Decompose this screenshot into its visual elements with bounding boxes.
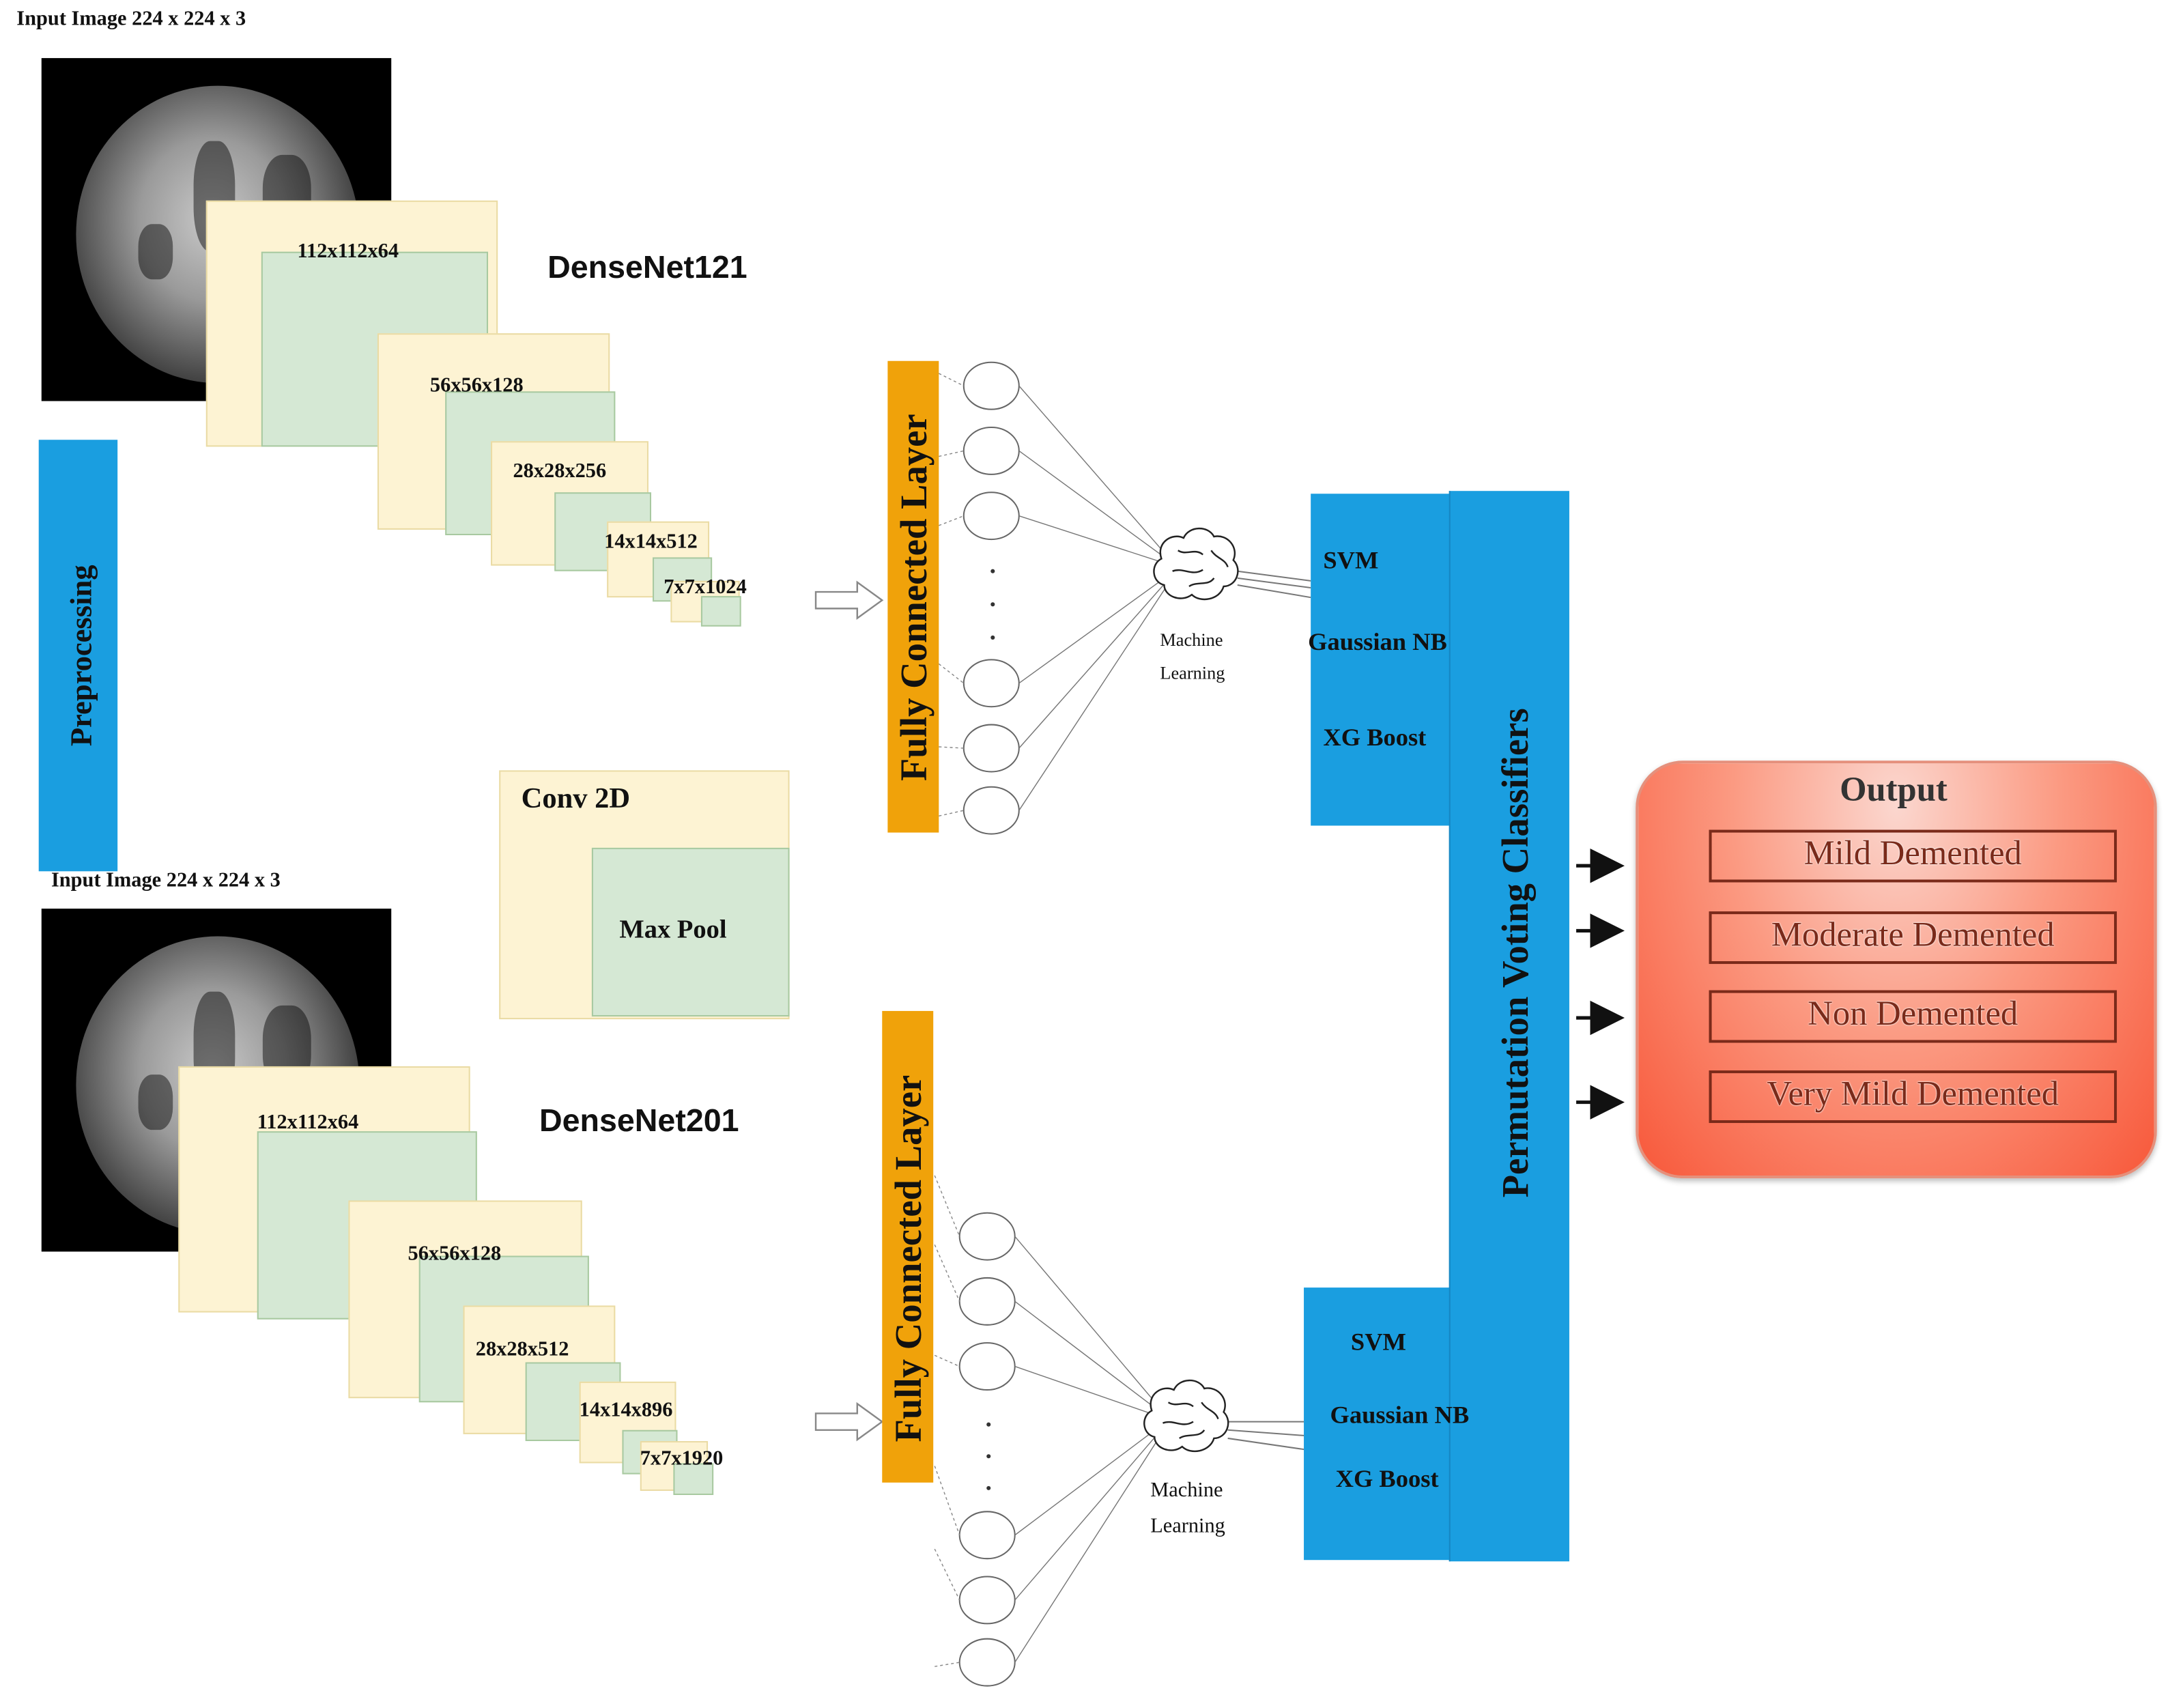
d121-layer-label: 14x14x512 — [604, 530, 698, 554]
d201-layer-label: 14x14x896 — [579, 1399, 673, 1422]
fc-layer-top — [887, 360, 939, 833]
input-image-label-top: Input Image 224 x 224 x 3 — [16, 8, 246, 31]
output-title: Output — [1840, 771, 1948, 810]
output-arrows — [1576, 848, 1625, 1120]
arrow-right-icon — [814, 1401, 884, 1442]
arrow-right-icon — [814, 580, 884, 620]
svm-label-bottom: SVM — [1350, 1327, 1406, 1356]
dots-bottom — [986, 1422, 991, 1490]
output-class-item: Very Mild Demented — [1709, 1070, 2117, 1124]
preprocessing-block — [38, 440, 118, 872]
gnb-label-bottom: Gaussian NB — [1330, 1401, 1470, 1429]
legend-pool-label: Max Pool — [619, 915, 727, 945]
xgb-label-bottom: XG Boost — [1335, 1464, 1439, 1492]
voting-label: Permutation Voting Classifiers — [1494, 708, 1537, 1198]
d201-layer-label: 56x56x128 — [408, 1243, 502, 1266]
xgb-label-top: XG Boost — [1323, 723, 1427, 752]
d121-layer-label: 28x28x256 — [513, 460, 607, 483]
d121-layer-label: 112x112x64 — [297, 240, 399, 263]
output-class-item: Non Demented — [1709, 990, 2117, 1043]
ml-label-top-line1: Machine — [1160, 629, 1223, 651]
legend-conv-label: Conv 2D — [521, 781, 631, 815]
fc-to-neuron-lines-top — [938, 373, 965, 816]
d121-layer-label: 7x7x1024 — [664, 576, 747, 599]
d121-fm5-pool — [700, 596, 741, 627]
ml-label-top-line2: Learning — [1160, 662, 1225, 683]
neuron-to-brain-lines-top — [1018, 385, 1169, 811]
svm-label-top: SVM — [1323, 546, 1379, 574]
output-class-item: Mild Demented — [1709, 829, 2117, 883]
brain-icon — [1143, 1379, 1229, 1453]
dots-top — [990, 569, 995, 640]
input-image-label-bottom: Input Image 224 x 224 x 3 — [51, 870, 281, 892]
fc-layer-top-label: Fully Connected Layer — [893, 414, 935, 782]
ml-label-bottom-line2: Learning — [1150, 1515, 1225, 1538]
classifiers-block-top — [1311, 494, 1452, 826]
fc-to-neuron-lines-bottom — [934, 1175, 960, 1667]
brain-to-svm-lines-bottom — [1227, 1421, 1304, 1451]
neuron-to-brain-lines-bottom — [1014, 1236, 1159, 1663]
d201-layer-label: 28x28x512 — [475, 1339, 569, 1361]
fc-layer-bottom-label: Fully Connected Layer — [887, 1074, 930, 1442]
classifiers-block-bottom — [1304, 1287, 1452, 1561]
d121-layer-label: 56x56x128 — [429, 375, 524, 397]
d201-layer-label: 7x7x1920 — [640, 1448, 724, 1470]
gnb-label-top: Gaussian NB — [1308, 627, 1447, 656]
d201-fm5-pool — [673, 1463, 714, 1495]
densenet121-title: DenseNet121 — [547, 248, 747, 285]
densenet201-title: DenseNet201 — [539, 1102, 739, 1139]
d201-layer-label: 112x112x64 — [257, 1111, 359, 1135]
fc-layer-bottom — [882, 1010, 934, 1483]
brain-icon — [1153, 528, 1239, 601]
voting-block — [1449, 491, 1569, 1562]
legend-pool-box — [591, 847, 790, 1017]
neurons-top — [962, 361, 1020, 835]
output-class-item: Moderate Demented — [1709, 911, 2117, 965]
ml-label-bottom-line1: Machine — [1150, 1479, 1223, 1503]
neurons-bottom — [958, 1212, 1016, 1687]
brain-to-svm-lines-top — [1237, 570, 1311, 599]
